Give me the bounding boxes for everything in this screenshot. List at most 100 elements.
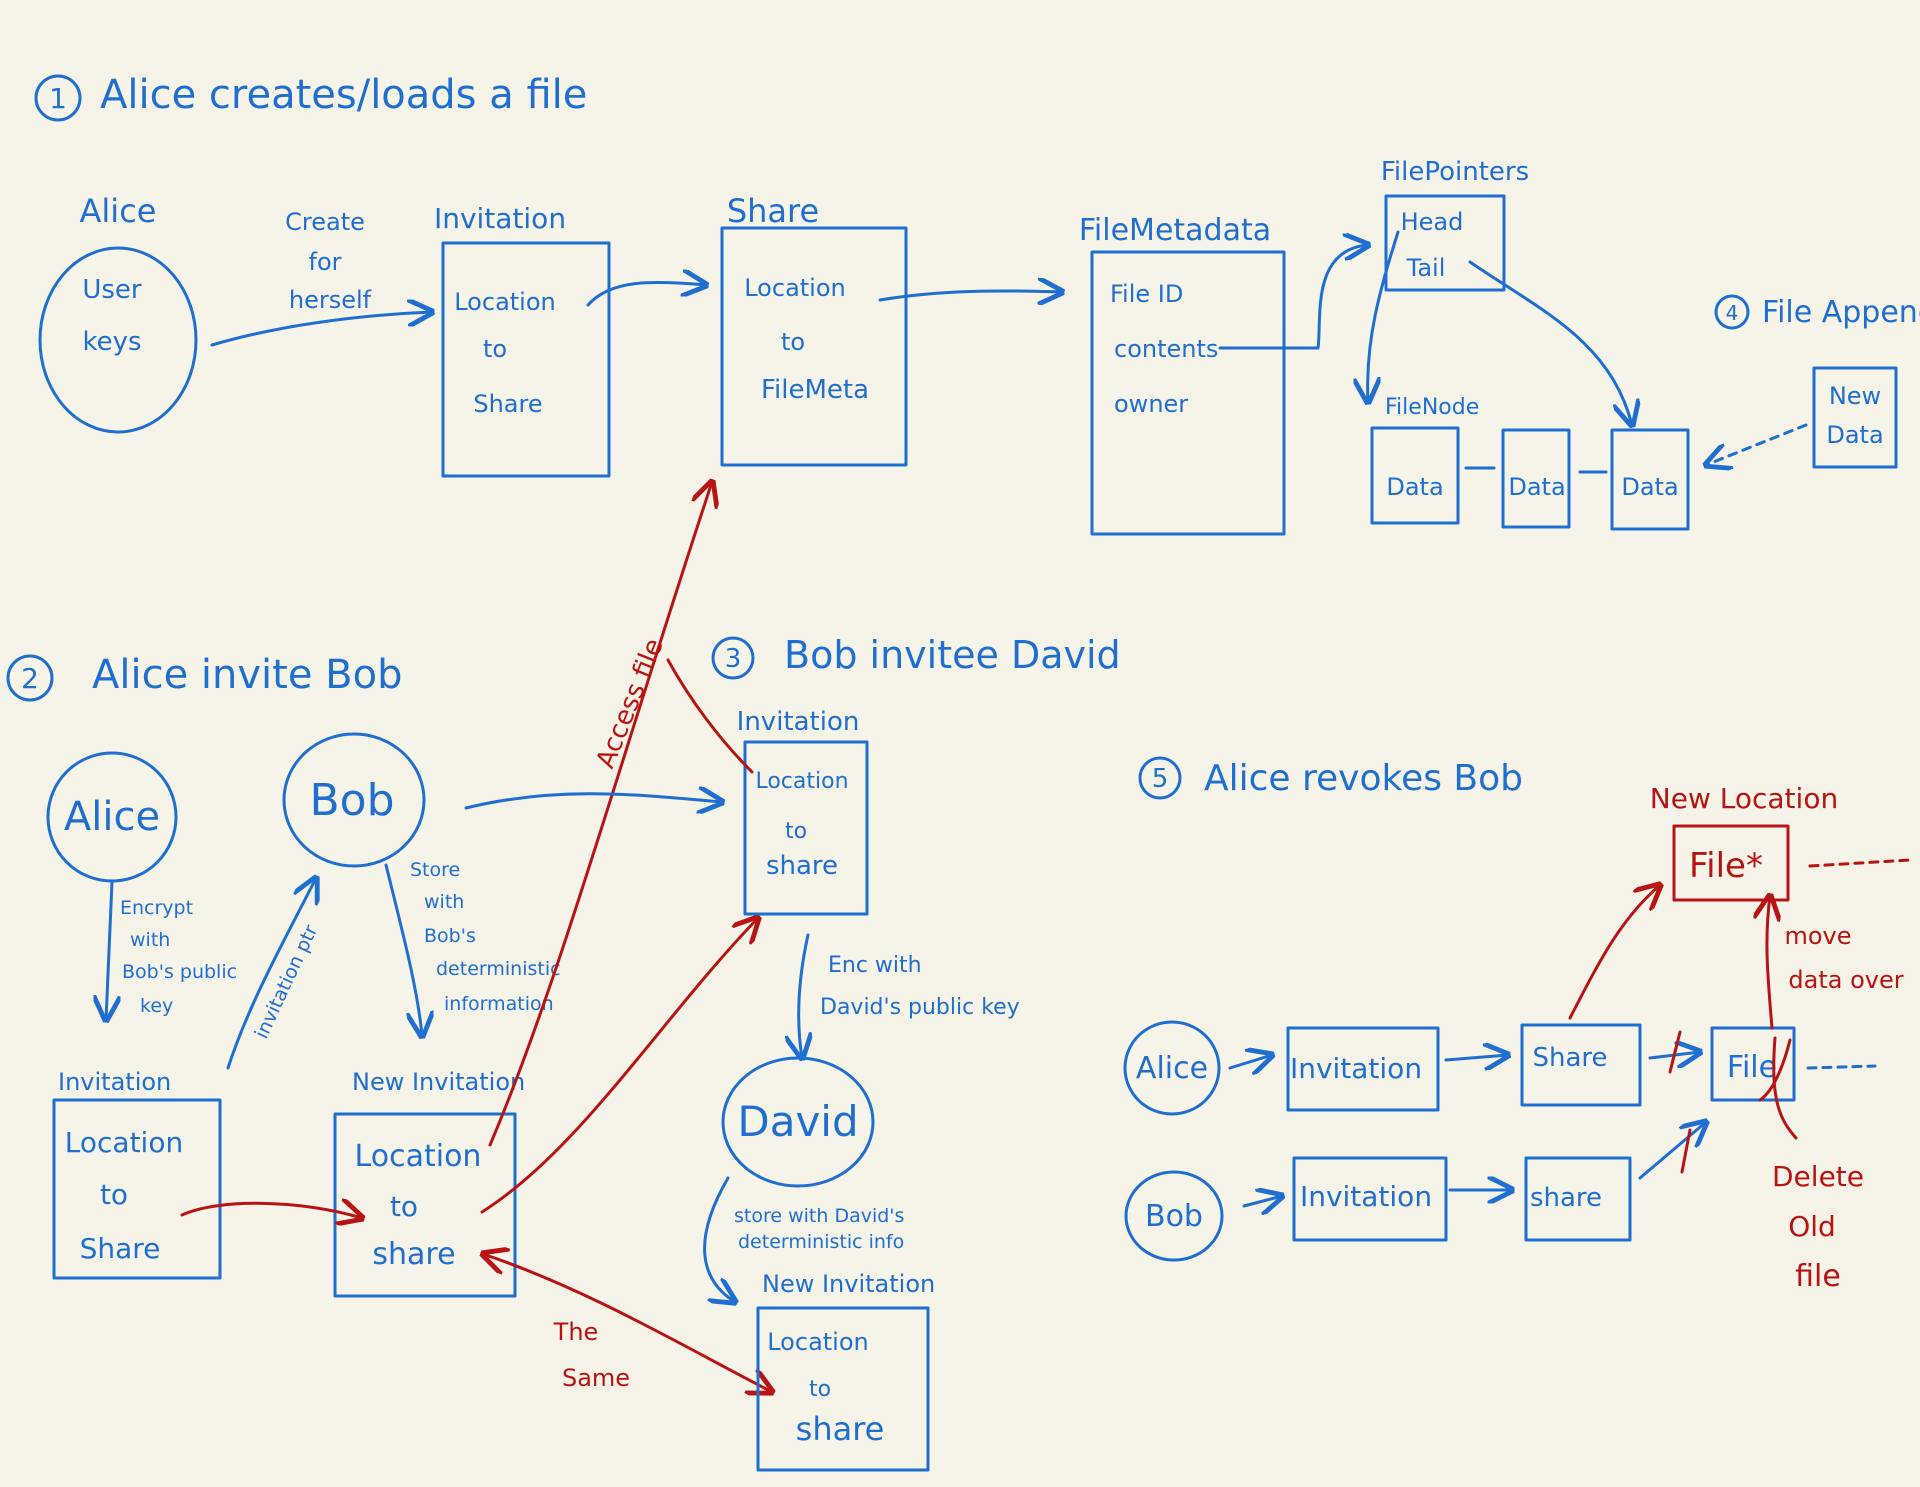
section-5-number: 5	[1152, 764, 1169, 794]
s1-node-box-2	[1501, 428, 1571, 529]
s5-cut-alice-file	[1668, 1030, 1682, 1074]
s1-create-label-1: Create	[285, 208, 365, 236]
s5-delete-note-2: Old	[1788, 1210, 1836, 1243]
section-2-number: 2	[21, 662, 39, 695]
s5-file-cross	[1758, 1036, 1798, 1140]
s5-arrow-alice-inv	[1228, 1055, 1272, 1068]
s1-filemeta-field-1: File ID	[1110, 280, 1183, 308]
s2-bob-circle	[282, 732, 426, 868]
s2-encrypt-4: key	[140, 995, 173, 1017]
s2-new-invitation-body-2: to	[390, 1190, 418, 1223]
s2-red-arrow-the-same	[483, 1254, 772, 1392]
s4-new-data-2: Data	[1826, 421, 1883, 449]
s2-invitation-ptr-label: invitation ptr	[251, 921, 323, 1042]
section-5-number-circle	[1138, 756, 1182, 800]
s5-file-more	[1806, 1064, 1877, 1070]
s5-bob-label: Bob	[1145, 1199, 1203, 1234]
s5-alice-invitation-label: Invitation	[1290, 1052, 1422, 1085]
s3-new-invitation-body-3: share	[796, 1410, 885, 1448]
s1-fileptr-box	[1384, 194, 1506, 292]
section-2-number-circle	[6, 654, 54, 702]
s2-arrow-bob-to-invitation	[464, 794, 722, 808]
s1-filemeta-box	[1090, 250, 1286, 536]
s2-arrow-store	[384, 863, 422, 1036]
s5-alice-share-box	[1520, 1023, 1642, 1107]
s2-invitation-title: Invitation	[58, 1068, 171, 1096]
section-4-number-circle	[1714, 294, 1750, 330]
s5-new-file-box	[1672, 824, 1790, 902]
s1-node-box-3	[1610, 428, 1690, 531]
s3-arrow-store	[703, 1176, 735, 1302]
s5-delete-note-3: file	[1795, 1259, 1841, 1294]
s5-arrow-alice-share	[1444, 1055, 1508, 1060]
s2-store-4: deterministic	[436, 958, 561, 980]
section-1: 1 Alice creates/loads a file Alice User …	[34, 72, 1920, 536]
s1-share-body-3: FileMeta	[761, 375, 869, 405]
s5-new-location-title: New Location	[1650, 782, 1838, 815]
s5-alice-share-label: Share	[1532, 1043, 1607, 1073]
s3-new-invitation-body-1: Location	[767, 1328, 869, 1356]
s2-the-same-1: The	[553, 1318, 599, 1346]
s5-new-file-more	[1808, 858, 1912, 868]
s1-filemeta-field-2: contents	[1114, 335, 1218, 363]
s1-filenode-title: FileNode	[1385, 395, 1479, 420]
s2-new-invitation-body-1: Location	[355, 1139, 482, 1174]
s3-invitation-box	[743, 740, 869, 916]
s1-arrow-contents-pointers	[1218, 245, 1368, 350]
s1-create-label-3: herself	[289, 286, 372, 314]
s5-red-arrow-share-newfile	[1568, 885, 1660, 1020]
s3-new-invitation-body-2: to	[809, 1377, 831, 1402]
s5-bob-share-label: share	[1530, 1183, 1602, 1213]
s5-delete-note-1: Delete	[1772, 1160, 1864, 1193]
s2-arrow-invitation-ptr	[226, 878, 316, 1070]
s5-alice-invitation-box	[1286, 1026, 1440, 1112]
s5-red-arrow-move-data	[1767, 896, 1772, 1030]
s1-share-title: Share	[727, 192, 819, 230]
s2-the-same-2: Same	[562, 1364, 630, 1392]
section-2: 2 Alice invite Bob Alice Bob Encrypt wit…	[6, 482, 772, 1392]
s1-fileptr-tail: Tail	[1406, 254, 1446, 282]
s1-arrow-head-node	[1368, 230, 1400, 402]
s2-red-arrow-same-share	[180, 1203, 362, 1218]
s1-invitation-title: Invitation	[434, 202, 566, 235]
s1-share-box	[720, 226, 908, 467]
s2-red-arrow-to-s3-invitation	[480, 918, 758, 1214]
s2-red-arrow-access-file	[488, 482, 712, 1147]
s1-node-label-3: Data	[1621, 473, 1678, 501]
s3-red-access-tail	[666, 658, 754, 774]
s2-new-invitation-body-3: share	[372, 1237, 455, 1272]
s5-file-label: File	[1727, 1050, 1777, 1085]
s1-fileptr-title: FilePointers	[1381, 157, 1529, 187]
s5-bob-invitation-label: Invitation	[1300, 1180, 1432, 1213]
s1-invitation-body-3: Share	[473, 390, 542, 418]
s1-alice-keys-line1: User	[82, 275, 142, 305]
s1-fileptr-head: Head	[1401, 208, 1464, 236]
section-4-number: 4	[1726, 301, 1739, 325]
section-5-title: Alice revokes Bob	[1204, 758, 1523, 799]
s4-new-data-1: New	[1829, 382, 1881, 410]
s1-arrow-invitation-share	[586, 282, 706, 307]
s5-alice-circle	[1123, 1020, 1221, 1116]
s5-arrow-bob-inv	[1242, 1196, 1282, 1206]
s5-bob-invitation-box	[1292, 1156, 1448, 1242]
s2-invitation-box	[52, 1098, 222, 1280]
s1-alice-label: Alice	[80, 192, 157, 230]
s2-encrypt-2: with	[130, 929, 170, 951]
s2-alice-label: Alice	[64, 794, 160, 840]
s3-new-invitation-title: New Invitation	[762, 1270, 935, 1298]
s3-david-label: David	[737, 1097, 858, 1146]
s1-alice-circle	[38, 246, 198, 434]
s1-create-label-2: for	[309, 248, 342, 276]
section-4-title: File Append	[1762, 295, 1920, 330]
s2-store-1: Store	[410, 859, 460, 881]
s5-new-file-label: File*	[1689, 846, 1763, 886]
s2-store-5: information	[444, 993, 554, 1015]
s3-enc-2: David's public key	[820, 995, 1020, 1020]
section-3-title: Bob invitee David	[784, 633, 1121, 677]
s1-arrow-create	[210, 312, 432, 347]
s2-new-invitation-title: New Invitation	[352, 1068, 525, 1096]
s2-store-2: with	[424, 891, 464, 913]
s3-invitation-body-1: Location	[755, 769, 848, 794]
s2-bob-label: Bob	[309, 775, 394, 826]
s1-node-label-1: Data	[1386, 473, 1443, 501]
